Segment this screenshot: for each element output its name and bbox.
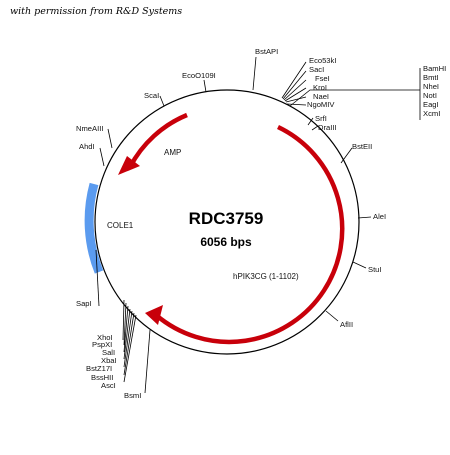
site-naei: NaeI: [313, 92, 329, 101]
site-draiii: DraIII: [318, 123, 337, 132]
amp-arc: [128, 112, 188, 169]
site-ahdi: AhdI: [79, 142, 95, 151]
site-ngomiv: NgoMIV: [307, 100, 335, 109]
insert-label: hPIK3CG (1-1102): [233, 272, 299, 281]
site-bsshii: BssHII: [91, 373, 113, 382]
site-xcmi: XcmI: [423, 109, 440, 118]
site-noti: NotI: [423, 91, 437, 100]
site-eco0109i: EcoO109I: [182, 71, 216, 80]
site-asci: AscI: [101, 381, 116, 390]
site-srfi: SrfI: [315, 114, 327, 123]
site-stui: StuI: [368, 265, 382, 274]
site-fsei: FseI: [315, 74, 330, 83]
site-sapi: SapI: [76, 299, 92, 308]
site-nhei: NheI: [423, 82, 439, 91]
insert-arc: [154, 124, 345, 345]
amp-arrowhead: [118, 156, 140, 175]
plasmid-backbone: [94, 89, 360, 355]
amp-label: AMP: [164, 148, 181, 157]
site-pspxi: PspXI: [92, 340, 112, 349]
insert-arrowhead: [145, 305, 163, 325]
site-sali: SalI: [102, 348, 115, 357]
site-ticks: [95, 56, 421, 394]
site-bsteii: BstEII: [352, 142, 372, 151]
plasmid-name: RDC3759: [189, 209, 264, 228]
site-nmeaiii: NmeAIII: [76, 124, 103, 133]
credit-line: with permission from R&D Systems: [10, 6, 183, 17]
cole1-arc: [84, 182, 104, 274]
site-bstapi: BstAPI: [255, 47, 278, 56]
site-xbai: XbaI: [101, 356, 117, 365]
site-saci: SacI: [309, 65, 324, 74]
site-scai: ScaI: [144, 91, 159, 100]
site-alei: AleI: [373, 212, 386, 221]
site-kroi: KroI: [313, 83, 327, 92]
site-aflii: AflII: [340, 320, 353, 329]
site-eco53ki: Eco53kI: [309, 56, 336, 65]
site-xhoi: XhoI: [97, 333, 113, 342]
plasmid-size: 6056 bps: [200, 235, 252, 249]
site-bmti: BmtI: [423, 73, 439, 82]
cole1-label: COLE1: [107, 221, 134, 230]
site-bsmi: BsmI: [124, 391, 141, 400]
site-bamhi: BamHI: [423, 64, 446, 73]
site-eagi: EagI: [423, 100, 439, 109]
site-bstz17i: BstZ17I: [86, 364, 112, 373]
